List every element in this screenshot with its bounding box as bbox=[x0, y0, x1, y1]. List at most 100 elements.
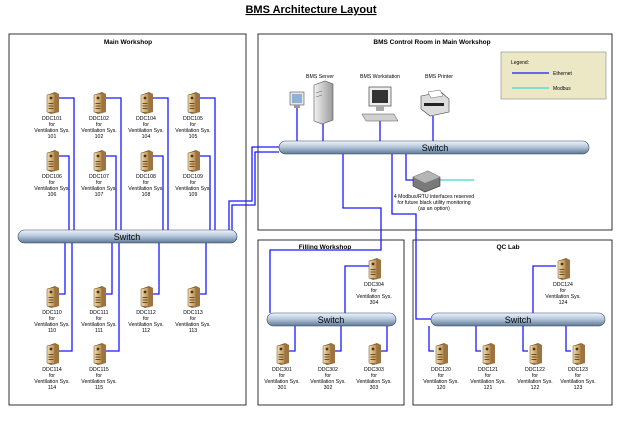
ddc-controller-icon bbox=[435, 343, 448, 365]
modbus-note-line2: for future black utility monitoring bbox=[397, 200, 470, 206]
ddc-for-label: for bbox=[96, 373, 102, 379]
ddc-id-label: DDC123 bbox=[568, 367, 588, 373]
main-workshop-border bbox=[8, 33, 247, 406]
uplink-control-to-qc bbox=[391, 154, 431, 320]
ddc-system-label: Ventilation Sys. bbox=[560, 379, 595, 385]
cable-ddc124 bbox=[532, 265, 556, 313]
ddc-number-label: 120 bbox=[437, 385, 446, 391]
cable-row4-1 bbox=[106, 243, 120, 352]
cable-row1-0 bbox=[59, 97, 75, 230]
ddc-for-label: for bbox=[143, 316, 149, 322]
ddc-id-label: DDC113 bbox=[183, 310, 203, 316]
cable-row1-3 bbox=[200, 97, 216, 230]
ddc-number-label: 112 bbox=[142, 328, 150, 334]
ddc-system-label: Ventilation Sys. bbox=[310, 379, 345, 385]
bms-server: BMS Server bbox=[289, 74, 334, 125]
main-workshop-title: Main Workshop bbox=[104, 39, 152, 46]
ddc-number-label: 102 bbox=[95, 134, 104, 140]
ddc-number-label: 124 bbox=[559, 300, 568, 306]
ddc-number-label: 121 bbox=[484, 385, 493, 391]
ddc-id-label: DDC102 bbox=[89, 116, 109, 122]
ddc-controller-icon bbox=[93, 92, 106, 114]
diagram-title: BMS Architecture Layout bbox=[245, 4, 376, 16]
ddc-controller-icon bbox=[93, 150, 106, 172]
ddc-for-label: for bbox=[49, 180, 55, 186]
ddc-number-label: 104 bbox=[142, 134, 151, 140]
ddc-id-label: DDC114 bbox=[42, 367, 62, 373]
ddc-for-label: for bbox=[49, 373, 55, 379]
ddc-number-label: 301 bbox=[278, 385, 287, 391]
ddc-id-label: DDC107 bbox=[89, 174, 109, 180]
ddc-system-label: Ventilation Sys. bbox=[81, 186, 116, 192]
ddc-number-label: 101 bbox=[48, 134, 57, 140]
cable-row2-1 bbox=[106, 155, 117, 230]
cable-row2-2 bbox=[153, 155, 164, 230]
cable-row3-0 bbox=[59, 243, 66, 295]
ddc-id-label: DDC111 bbox=[89, 310, 108, 316]
ddc-controller-icon bbox=[572, 343, 585, 365]
ddc-for-label: for bbox=[279, 373, 285, 379]
ddc-id-label: DDC101 bbox=[42, 116, 62, 122]
ddc-id-label: DDC304 bbox=[364, 282, 384, 288]
ddc-id-label: DDC120 bbox=[431, 367, 451, 373]
ddc-controller-icon bbox=[46, 343, 59, 365]
cable-filling-2 bbox=[381, 326, 388, 352]
ddc-system-label: Ventilation Sys. bbox=[128, 186, 163, 192]
ddc-id-label: DDC104 bbox=[136, 116, 156, 122]
server-tower-icon bbox=[313, 80, 334, 125]
ddc-id-label: DDC302 bbox=[318, 367, 338, 373]
modbus-note-line3: (as an option) bbox=[418, 206, 450, 212]
uplink-control-to-filling bbox=[269, 154, 382, 313]
ddc-id-label: DDC124 bbox=[553, 282, 573, 288]
ddc-for-label: for bbox=[560, 288, 566, 294]
legend-title: Legend: bbox=[511, 60, 529, 66]
ddc-controller-icon bbox=[187, 92, 200, 114]
ddc-id-label: DDC112 bbox=[136, 310, 156, 316]
filling-workshop-title: Filling Workshop bbox=[299, 244, 352, 251]
ddc-id-label: DDC110 bbox=[42, 310, 62, 316]
qc-lab-border bbox=[412, 239, 613, 406]
ddc-controller-icon bbox=[46, 286, 59, 308]
ddc-number-label: 107 bbox=[95, 192, 104, 198]
ddc-controller-icon bbox=[557, 258, 570, 280]
ddc-for-label: for bbox=[190, 180, 196, 186]
ddc-id-label: DDC122 bbox=[525, 367, 545, 373]
ddc-number-label: 105 bbox=[189, 134, 198, 140]
ddc-system-label: Ventilation Sys. bbox=[470, 379, 505, 385]
ddc-for-label: for bbox=[190, 122, 196, 128]
ddc-number-label: 304 bbox=[370, 300, 379, 306]
ddc-controller-icon bbox=[482, 343, 495, 365]
ddc-controller-icon bbox=[140, 92, 153, 114]
cable-filling-0 bbox=[289, 326, 296, 352]
ddc-controller-icon bbox=[368, 258, 381, 280]
ddc-for-label: for bbox=[96, 316, 102, 322]
ddc-number-label: 114 bbox=[48, 385, 56, 391]
ddc-system-label: Ventilation Sys. bbox=[34, 322, 69, 328]
workstation-keyboard-icon bbox=[361, 113, 399, 122]
switch-qc-label: Switch bbox=[505, 315, 532, 325]
ddc-id-label: DDC121 bbox=[478, 367, 498, 373]
cable-row3-3 bbox=[200, 243, 207, 295]
ddc-number-label: 111 bbox=[95, 328, 103, 334]
ddc-system-label: Ventilation Sys. bbox=[34, 128, 69, 134]
ddc-for-label: for bbox=[325, 373, 331, 379]
ddc-for-label: for bbox=[96, 180, 102, 186]
ddc-system-label: Ventilation Sys. bbox=[34, 379, 69, 385]
bms-server-label: BMS Server bbox=[306, 74, 334, 80]
ddc-for-label: for bbox=[49, 316, 55, 322]
qc-lab-title: QC Lab bbox=[496, 244, 519, 251]
cable-qc-2 bbox=[522, 326, 528, 352]
ddc-controller-icon bbox=[368, 343, 381, 365]
ddc-controller-icon bbox=[322, 343, 335, 365]
ddc-for-label: for bbox=[143, 180, 149, 186]
ddc-number-label: 303 bbox=[370, 385, 379, 391]
ddc-controller-icon bbox=[187, 286, 200, 308]
